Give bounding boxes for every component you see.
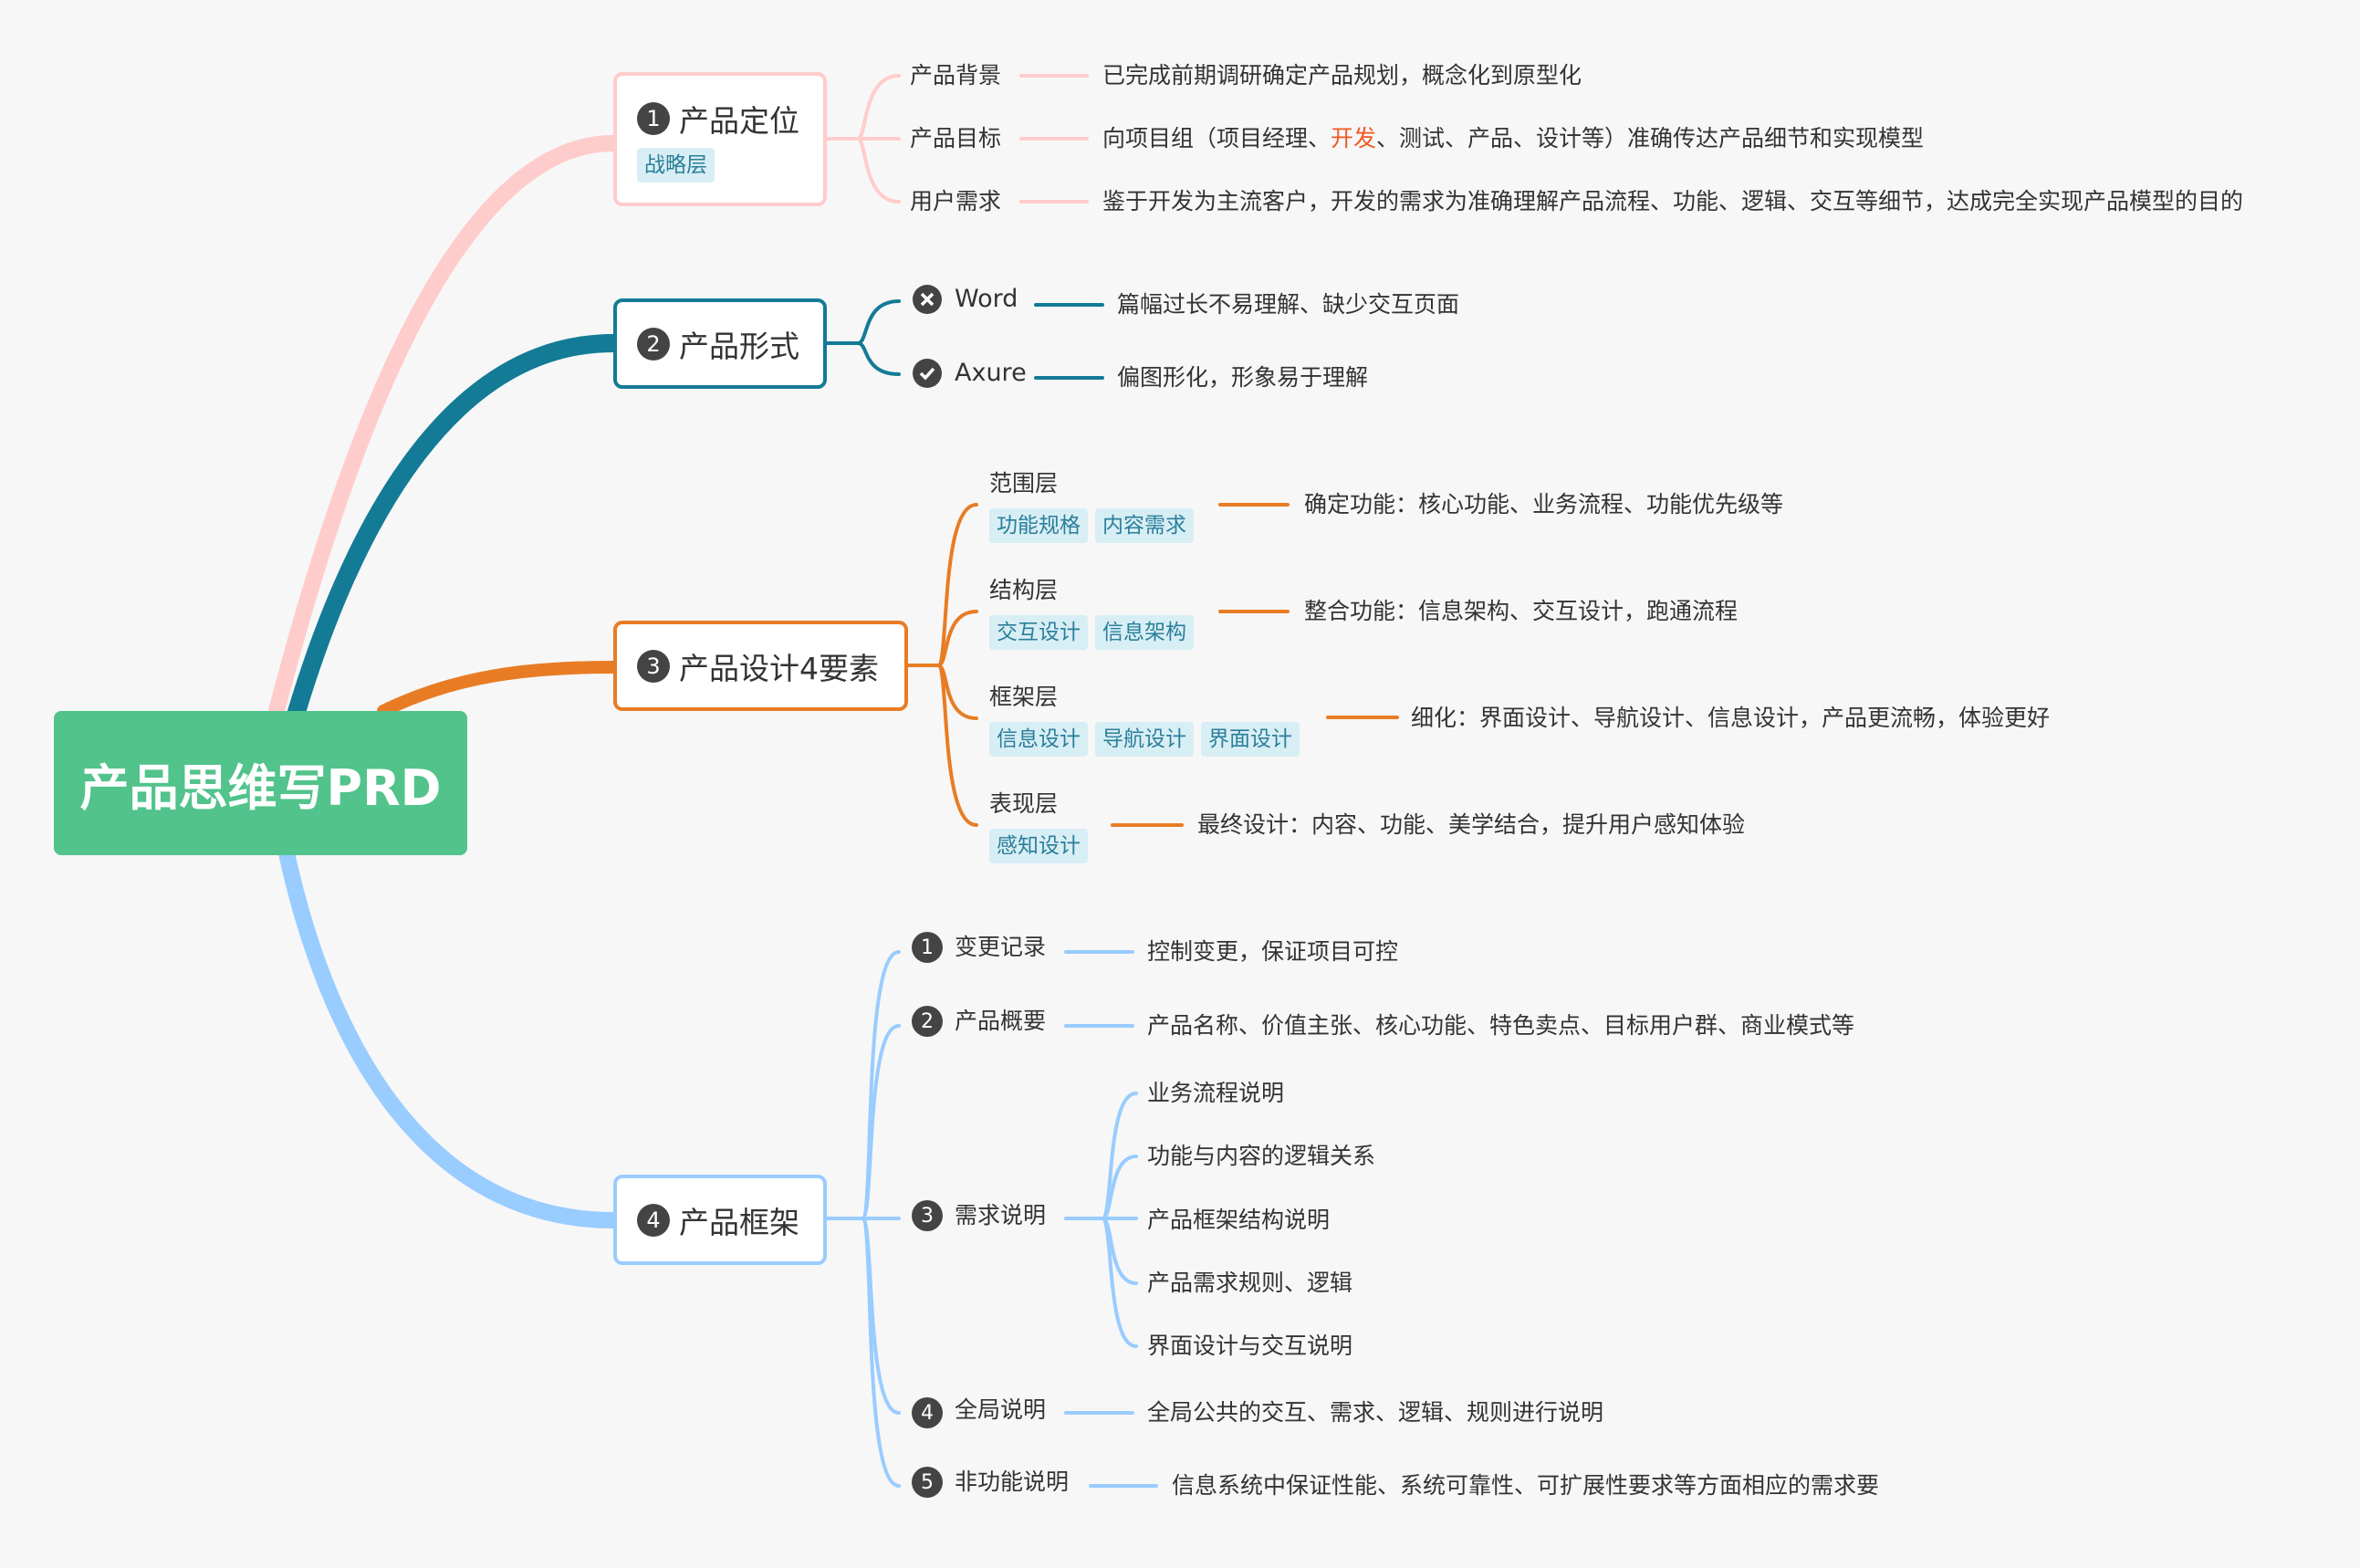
sub-item[interactable]: 功能与内容的逻辑关系 bbox=[1147, 1143, 1376, 1169]
subtopic-label[interactable]: 产品目标 bbox=[910, 125, 1002, 152]
subtopic-label[interactable]: Axure bbox=[955, 359, 1027, 387]
number-badge: 3 bbox=[637, 649, 670, 683]
subtopic-desc[interactable]: 鉴于开发为主流客户，开发的需求为准确理解产品流程、功能、逻辑、交互等细节，达成完… bbox=[1102, 188, 2244, 214]
topic-title: 产品形式 bbox=[679, 328, 799, 364]
number-badge: 4 bbox=[637, 1203, 670, 1237]
sub-item[interactable]: 产品框架结构说明 bbox=[1147, 1207, 1331, 1233]
subtopic-desc[interactable]: 控制变更，保证项目可控 bbox=[1147, 938, 1399, 965]
subtopic-desc[interactable]: 产品名称、价值主张、核心功能、特色卖点、目标用户群、商业模式等 bbox=[1147, 1012, 1855, 1039]
desc-part: 、测试、产品、设计等）准确传达产品细节和实现模型 bbox=[1376, 125, 1925, 152]
subtopic-label[interactable]: 产品背景 bbox=[910, 62, 1002, 89]
subtopic-label[interactable]: 非功能说明 bbox=[955, 1469, 1070, 1495]
subtopic-label[interactable]: 变更记录 bbox=[955, 934, 1047, 960]
label-tag: 战略层 bbox=[637, 147, 715, 183]
subtopic-label[interactable]: 用户需求 bbox=[910, 188, 1002, 214]
label-tag: 内容需求 bbox=[1095, 508, 1194, 543]
subtopic-desc[interactable]: 信息系统中保证性能、系统可靠性、可扩展性要求等方面相应的需求要 bbox=[1172, 1472, 1880, 1499]
topic-product-format[interactable]: 2 产品形式 bbox=[613, 298, 827, 389]
number-badge: 1 bbox=[912, 932, 943, 963]
topic-title: 产品定位 bbox=[679, 102, 799, 139]
topic-product-positioning[interactable]: 1 产品定位 战略层 bbox=[613, 72, 827, 206]
sub-item[interactable]: 业务流程说明 bbox=[1147, 1080, 1285, 1106]
label-tag: 信息架构 bbox=[1095, 615, 1194, 650]
subtopic-label[interactable]: 范围层 bbox=[989, 470, 1059, 497]
subtopic-desc[interactable]: 整合功能：信息架构、交互设计，跑通流程 bbox=[1304, 598, 1739, 624]
tag-row: 交互设计信息架构 bbox=[989, 615, 1201, 650]
tag-row: 信息设计导航设计界面设计 bbox=[989, 722, 1307, 757]
subtopic-label[interactable]: 全局说明 bbox=[955, 1396, 1047, 1423]
subtopic-label[interactable]: 结构层 bbox=[989, 577, 1059, 603]
label-tag: 功能规格 bbox=[989, 508, 1088, 543]
sub-item[interactable]: 界面设计与交互说明 bbox=[1147, 1333, 1353, 1359]
cross-circle-icon bbox=[913, 285, 942, 314]
number-badge: 5 bbox=[912, 1467, 943, 1498]
number-badge: 3 bbox=[912, 1200, 943, 1231]
subtopic-desc[interactable]: 篇幅过长不易理解、缺少交互页面 bbox=[1117, 291, 1460, 318]
root-title: 产品思维写PRD bbox=[79, 758, 442, 817]
number-badge: 2 bbox=[912, 1006, 943, 1037]
check-circle-icon bbox=[913, 359, 942, 388]
topic-product-design-elements[interactable]: 3 产品设计4要素 bbox=[613, 621, 908, 711]
topic-title: 产品设计4要素 bbox=[679, 650, 879, 686]
subtopic-desc[interactable]: 已完成前期调研确定产品规划，概念化到原型化 bbox=[1102, 62, 1582, 89]
subtopic-label[interactable]: 表现层 bbox=[989, 790, 1059, 817]
subtopic-desc[interactable]: 全局公共的交互、需求、逻辑、规则进行说明 bbox=[1147, 1399, 1604, 1426]
label-tag: 导航设计 bbox=[1095, 722, 1194, 757]
label-tag: 感知设计 bbox=[989, 829, 1088, 863]
subtopic-desc[interactable]: 偏图形化，形象易于理解 bbox=[1117, 364, 1369, 391]
desc-part: 向项目组（项目经理、 bbox=[1102, 125, 1331, 152]
sub-item[interactable]: 产品需求规则、逻辑 bbox=[1147, 1270, 1353, 1296]
tag-row: 功能规格内容需求 bbox=[989, 508, 1201, 543]
root-topic[interactable]: 产品思维写PRD bbox=[54, 711, 467, 855]
topic-title: 产品框架 bbox=[679, 1204, 799, 1240]
number-badge: 2 bbox=[637, 327, 670, 361]
number-badge: 1 bbox=[637, 101, 670, 135]
subtopic-label[interactable]: Word bbox=[955, 285, 1018, 313]
tag-row: 感知设计 bbox=[989, 829, 1095, 863]
topic-product-framework[interactable]: 4 产品框架 bbox=[613, 1175, 827, 1265]
subtopic-desc[interactable]: 向项目组（项目经理、开发、测试、产品、设计等）准确传达产品细节和实现模型 bbox=[1102, 123, 1924, 154]
subtopic-label[interactable]: 需求说明 bbox=[955, 1202, 1047, 1228]
subtopic-desc[interactable]: 确定功能：核心功能、业务流程、功能优先级等 bbox=[1304, 491, 1784, 517]
subtopic-desc[interactable]: 细化：界面设计、导航设计、信息设计，产品更流畅，体验更好 bbox=[1411, 705, 2051, 731]
subtopic-label[interactable]: 产品概要 bbox=[955, 1008, 1047, 1034]
subtopic-desc[interactable]: 最终设计：内容、功能、美学结合，提升用户感知体验 bbox=[1197, 811, 1746, 838]
number-badge: 4 bbox=[912, 1397, 943, 1428]
label-tag: 界面设计 bbox=[1201, 722, 1300, 757]
subtopic-label[interactable]: 框架层 bbox=[989, 684, 1059, 710]
highlight-text: 开发 bbox=[1331, 125, 1377, 152]
label-tag: 信息设计 bbox=[989, 722, 1088, 757]
label-tag: 交互设计 bbox=[989, 615, 1088, 650]
